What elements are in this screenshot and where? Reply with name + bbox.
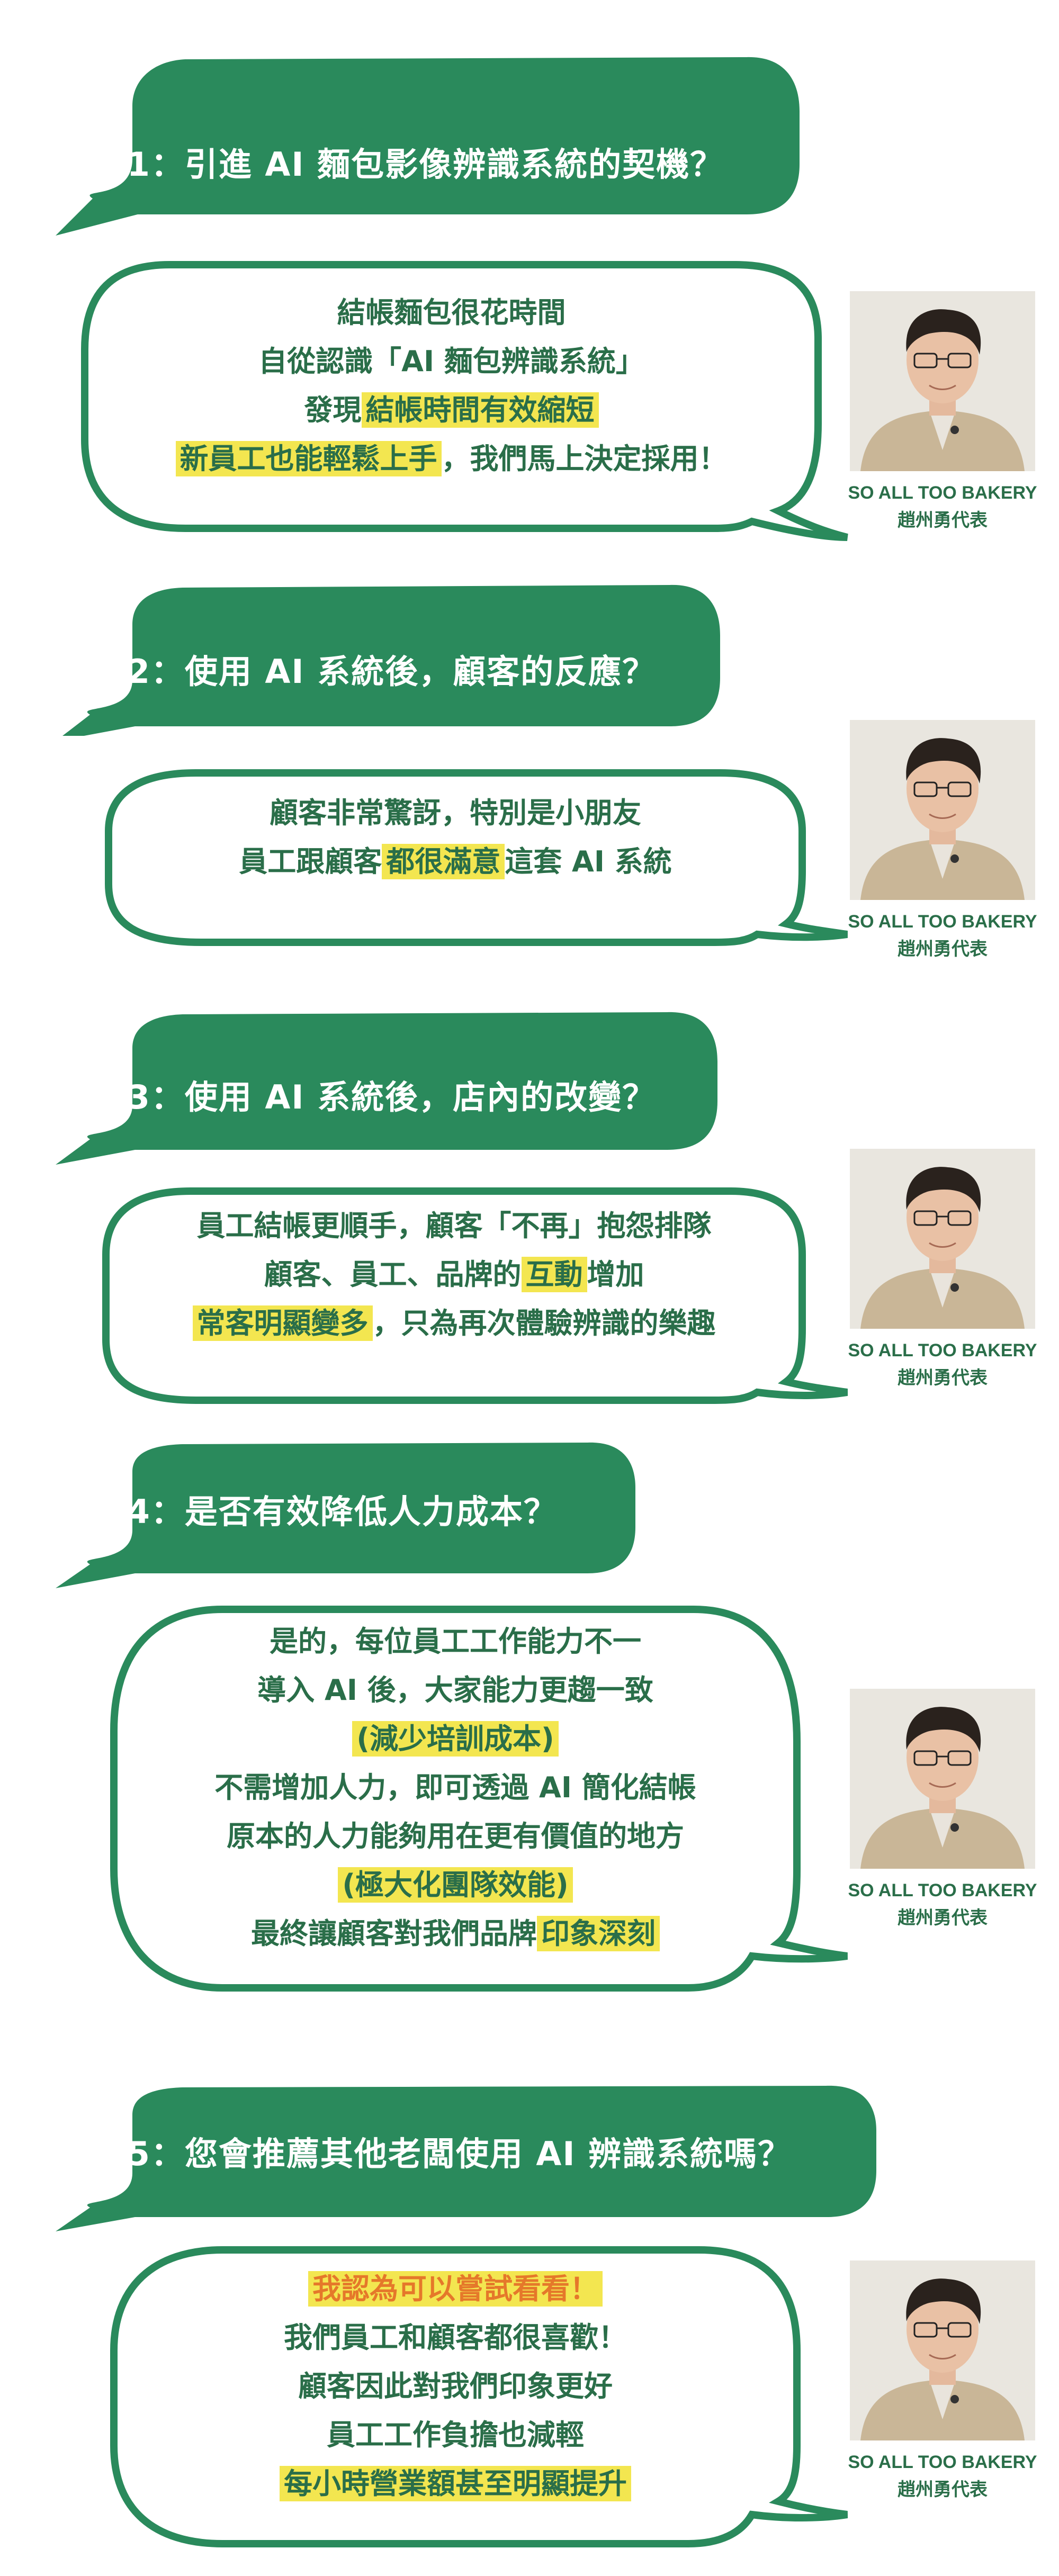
qa-block-2: Q2：使用 AI 系統後，顧客的反應？ 顧客非常驚訝，特別是小朋友員工跟顧客都很… <box>0 556 1059 985</box>
answer-line: 顧客、員工、品牌的互動增加 <box>106 1250 802 1299</box>
answer-line: 員工跟顧客都很滿意這套 AI 系統 <box>109 837 802 886</box>
answer-text: 我們員工和顧客都很喜歡！ <box>284 2321 627 2354</box>
answer-line: (減少培訓成本) <box>114 1715 797 1763</box>
answer-line: 顧客非常驚訝，特別是小朋友 <box>109 789 802 837</box>
highlighted-text: (減少培訓成本) <box>352 1721 559 1757</box>
answer-text: 原本的人力能夠用在更有價值的地方 <box>227 1820 684 1853</box>
question-bubble-3 <box>56 1012 717 1165</box>
company-name: SO ALL TOO BAKERY <box>848 2452 1037 2472</box>
question-bubble-2 <box>62 584 720 736</box>
answer-5: 我認為可以嘗試看看！ 我們員工和顧客都很喜歡！ 顧客因此對我們印象更好員工工作負擔也… <box>114 2265 797 2508</box>
answer-line: 每小時營業額甚至明顯提升 <box>114 2460 797 2508</box>
question-5: Q5：您會推薦其他老闆使用 AI 辨識系統嗎？ <box>98 2134 792 2173</box>
answer-line: 原本的人力能夠用在更有價值的地方 <box>114 1812 797 1861</box>
caption-5: SO ALL TOO BAKERY 趙州勇代表 <box>837 2448 1048 2503</box>
answer-text: 自從認識「AI 麵包辨識系統」 <box>258 345 644 378</box>
answer-line: 顧客因此對我們印象更好 <box>114 2362 797 2411</box>
answer-line: (極大化團隊效能) <box>114 1861 797 1910</box>
answer-3: 員工結帳更順手，顧客「不再」抱怨排隊顧客、員工、品牌的互動增加常客明顯變多，只為… <box>106 1202 802 1348</box>
company-name: SO ALL TOO BAKERY <box>848 1880 1037 1901</box>
answer-text: 結帳麵包很花時間 <box>337 296 566 329</box>
answer-text: 員工結帳更順手，顧客「不再」抱怨排隊 <box>196 1209 712 1242</box>
answer-1: 結帳麵包很花時間自從認識「AI 麵包辨識系統」發現結帳時間有效縮短新員工也能輕鬆… <box>85 289 818 483</box>
person-name: 趙州勇代表 <box>898 1368 988 1388</box>
answer-line: 員工結帳更順手，顧客「不再」抱怨排隊 <box>106 1202 802 1250</box>
answer-text: 是的，每位員工工作能力不一 <box>270 1625 641 1658</box>
company-name: SO ALL TOO BAKERY <box>848 1340 1037 1361</box>
avatar-1 <box>850 291 1035 471</box>
qa-block-3: Q3：使用 AI 系統後，店內的改變？ 員工結帳更順手，顧客「不再」抱怨排隊顧客… <box>0 985 1059 1435</box>
caption-4: SO ALL TOO BAKERY 趙州勇代表 <box>837 1877 1048 1932</box>
highlighted-text: 常客明顯變多 <box>192 1305 373 1341</box>
avatar-2 <box>850 720 1035 900</box>
question-2: Q2：使用 AI 系統後，顧客的反應？ <box>98 652 657 691</box>
answer-text: 不需增加人力，即可透過 AI 簡化結帳 <box>214 1771 696 1804</box>
answer-2: 顧客非常驚訝，特別是小朋友員工跟顧客都很滿意這套 AI 系統 <box>109 789 802 886</box>
person-name: 趙州勇代表 <box>898 2480 988 2500</box>
qa-block-5: Q5：您會推薦其他老闆使用 AI 辨識系統嗎？ 我認為可以嘗試看看！ 我們員工和顧… <box>0 2080 1059 2576</box>
answer-text: 發現 <box>304 393 362 427</box>
highlighted-text: 新員工也能輕鬆上手 <box>175 441 442 476</box>
caption-1: SO ALL TOO BAKERY 趙州勇代表 <box>837 479 1048 534</box>
avatar-5 <box>850 2260 1035 2440</box>
company-name: SO ALL TOO BAKERY <box>848 912 1037 932</box>
answer-text: 最終讓顧客對我們品牌 <box>251 1917 537 1950</box>
answer-text: 顧客、員工、品牌的 <box>264 1258 522 1291</box>
answer-line: 是的，每位員工工作能力不一 <box>114 1617 797 1666</box>
answer-text: 顧客非常驚訝，特別是小朋友 <box>270 796 641 830</box>
answer-line: 自從認識「AI 麵包辨識系統」 <box>85 337 818 386</box>
avatar-3 <box>850 1149 1035 1329</box>
answer-4: 是的，每位員工工作能力不一導入 AI 後，大家能力更趨一致 (減少培訓成本) 不需增… <box>114 1617 797 1958</box>
answer-line: 結帳麵包很花時間 <box>85 289 818 337</box>
answer-line: 新員工也能輕鬆上手，我們馬上決定採用！ <box>85 435 818 483</box>
answer-line: 導入 AI 後，大家能力更趨一致 <box>114 1666 797 1715</box>
answer-line: 最終讓顧客對我們品牌印象深刻 <box>114 1910 797 1958</box>
answer-text: 員工跟顧客 <box>239 845 382 878</box>
answer-text: 導入 AI 後，大家能力更趨一致 <box>257 1673 653 1707</box>
qa-block-1: Q1：引進 AI 麵包影像辨識系統的契機？ 結帳麵包很花時間自從認識「AI 麵包… <box>0 0 1059 556</box>
caption-2: SO ALL TOO BAKERY 趙州勇代表 <box>837 908 1048 963</box>
answer-text: ，我們馬上決定採用！ <box>441 442 728 475</box>
answer-line: 不需增加人力，即可透過 AI 簡化結帳 <box>114 1763 797 1812</box>
highlighted-text: 我認為可以嘗試看看！ <box>308 2271 603 2307</box>
highlighted-text: 印象深刻 <box>537 1916 660 1951</box>
answer-line: 常客明顯變多，只為再次體驗辨識的樂趣 <box>106 1299 802 1348</box>
answer-text: ，只為再次體驗辨識的樂趣 <box>372 1307 716 1340</box>
person-name: 趙州勇代表 <box>898 939 988 959</box>
highlighted-text: (極大化團隊效能) <box>338 1867 573 1903</box>
highlighted-text: 互動 <box>521 1257 587 1292</box>
caption-3: SO ALL TOO BAKERY 趙州勇代表 <box>837 1337 1048 1392</box>
answer-line: 我們員工和顧客都很喜歡！ <box>114 2313 797 2362</box>
answer-line: 發現結帳時間有效縮短 <box>85 386 818 435</box>
question-bubble-1 <box>56 57 800 236</box>
person-name: 趙州勇代表 <box>898 1908 988 1928</box>
answer-text: 顧客因此對我們印象更好 <box>298 2370 613 2403</box>
question-1: Q1：引進 AI 麵包影像辨識系統的契機？ <box>98 145 724 184</box>
highlighted-text: 都很滿意 <box>382 844 505 879</box>
avatar-4 <box>850 1689 1035 1869</box>
qa-block-4: Q4：是否有效降低人力成本？ 是的，每位員工工作能力不一導入 AI 後，大家能力… <box>0 1435 1059 2080</box>
answer-line: 員工工作負擔也減輕 <box>114 2411 797 2460</box>
highlighted-text: 每小時營業額甚至明顯提升 <box>280 2466 631 2501</box>
person-name: 趙州勇代表 <box>898 510 988 530</box>
question-4: Q4：是否有效降低人力成本？ <box>98 1492 558 1531</box>
question-3: Q3：使用 AI 系統後，店內的改變？ <box>98 1078 657 1116</box>
answer-line: 我認為可以嘗試看看！ <box>114 2265 797 2313</box>
highlighted-text: 結帳時間有效縮短 <box>361 392 599 428</box>
answer-text: 員工工作負擔也減輕 <box>327 2418 584 2452</box>
answer-text: 這套 AI 系統 <box>505 845 672 878</box>
company-name: SO ALL TOO BAKERY <box>848 483 1037 503</box>
answer-text: 增加 <box>587 1258 644 1291</box>
